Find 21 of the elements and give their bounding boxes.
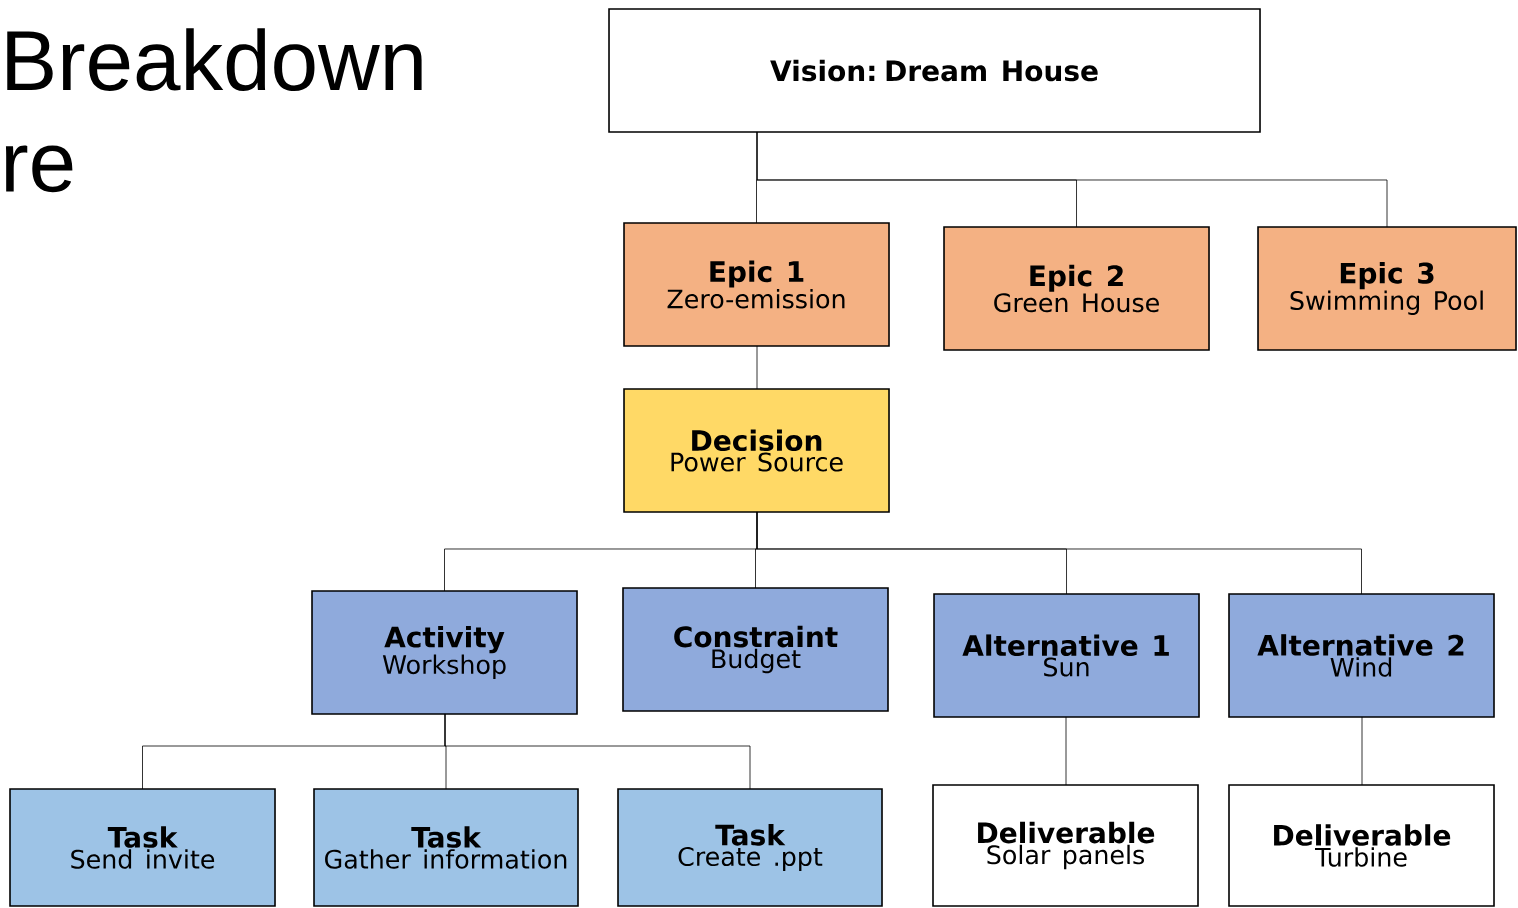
connector <box>1361 716 1363 786</box>
connector <box>756 131 1388 228</box>
connector <box>756 345 758 390</box>
item-box: Constraint Budget <box>622 587 889 712</box>
item-box: Activity Workshop <box>311 590 578 715</box>
deliverable-box: Deliverable Solar panels <box>932 784 1199 907</box>
decision-box: Decision Power Source <box>623 388 890 513</box>
connector <box>444 713 751 790</box>
vision-box: Vision: Dream House <box>608 8 1261 133</box>
epic-box: Epic 3 Swimming Pool <box>1257 226 1517 351</box>
item-box: Alternative 1 Sun <box>933 593 1200 718</box>
task-box: Task Gather information <box>313 788 579 907</box>
epic-box: Epic 2 Green House <box>943 226 1210 351</box>
deliverable-box: Deliverable Turbine <box>1228 784 1495 907</box>
task-box: Task Create .ppt <box>617 788 883 907</box>
connector <box>1065 716 1067 786</box>
epic-box: Epic 1 Zero-emission <box>623 222 890 347</box>
connector <box>756 511 1362 595</box>
task-box: Task Send invite <box>9 788 276 907</box>
item-box: Alternative 2 Wind <box>1228 593 1495 718</box>
title: Breakdown re <box>5 28 422 193</box>
